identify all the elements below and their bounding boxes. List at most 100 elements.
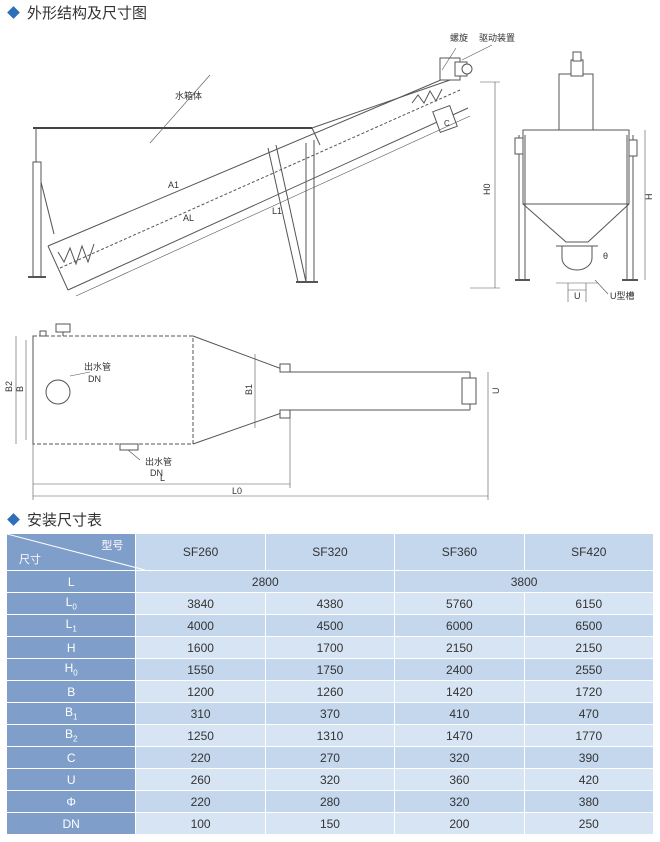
section-title-text: 外形结构及尺寸图 bbox=[27, 5, 148, 22]
label-al: AL bbox=[183, 213, 194, 223]
cell: 1260 bbox=[264, 680, 396, 703]
label-l0: L0 bbox=[232, 486, 242, 496]
label-u-plan: U bbox=[491, 388, 501, 395]
cell: 1310 bbox=[264, 724, 396, 747]
cell: 4000 bbox=[135, 614, 266, 637]
label-l: L bbox=[160, 473, 165, 483]
table-row-L1: L1 4000 4500 6000 6500 bbox=[5, 614, 655, 637]
table-row-B: B 1200 1260 1420 1720 bbox=[5, 680, 655, 703]
row-head-L: L bbox=[5, 570, 137, 593]
cell: 1770 bbox=[523, 724, 655, 747]
cell: 1200 bbox=[135, 680, 266, 703]
label-u-trough: U型槽 bbox=[610, 290, 635, 301]
cell: 4380 bbox=[264, 592, 396, 615]
table-row-L0: L0 3840 4380 5760 6150 bbox=[5, 592, 655, 615]
cell: 1600 bbox=[135, 636, 266, 659]
label-l1: L1 bbox=[272, 206, 282, 216]
cell: 2150 bbox=[523, 636, 655, 659]
row-head-B: B bbox=[5, 680, 137, 703]
label-drive: 驱动装置 bbox=[479, 32, 515, 43]
row-head-C: C bbox=[5, 746, 137, 769]
section-title-table: 安装尺寸表 bbox=[6, 509, 102, 530]
cell: 360 bbox=[394, 768, 525, 791]
row-head-phi: Φ bbox=[5, 790, 137, 813]
cell: 420 bbox=[523, 768, 655, 791]
row-head-H0: H0 bbox=[5, 658, 137, 681]
table-row-B2: B2 1250 1310 1470 1770 bbox=[5, 724, 655, 747]
corner-model-label: 型号 bbox=[101, 540, 124, 552]
cell: 320 bbox=[264, 768, 396, 791]
table-row-H0: H0 1550 1750 2400 2550 bbox=[5, 658, 655, 681]
label-h0: H0 bbox=[482, 183, 492, 195]
cell-L-merged-1: 2800 bbox=[135, 570, 396, 593]
cell: 1470 bbox=[394, 724, 525, 747]
table-row-C: C 220 270 320 390 bbox=[5, 746, 655, 769]
cell: 2400 bbox=[394, 658, 525, 681]
table-row-B1: B1 310 370 410 470 bbox=[5, 702, 655, 725]
label-spiral: 螺旋 bbox=[450, 32, 468, 43]
cell-L-merged-2: 3800 bbox=[394, 570, 654, 593]
table-header-row: 型号 尺寸 SF260 SF320 SF360 SF420 bbox=[5, 533, 655, 571]
corner-diagonal bbox=[7, 534, 145, 570]
label-outlet-2: 出水管 bbox=[145, 456, 172, 467]
cell: 2550 bbox=[523, 658, 655, 681]
label-dn-2: DN bbox=[150, 468, 163, 478]
cell: 6150 bbox=[523, 592, 655, 615]
cell: 310 bbox=[135, 702, 266, 725]
header-model-1: SF260 bbox=[135, 533, 266, 571]
row-head-B2: B2 bbox=[5, 724, 137, 747]
cell: 1250 bbox=[135, 724, 266, 747]
cell: 200 bbox=[394, 812, 525, 835]
label-a1: A1 bbox=[168, 180, 179, 190]
row-head-B1: B1 bbox=[5, 702, 137, 725]
cell: 150 bbox=[264, 812, 396, 835]
cell: 5760 bbox=[394, 592, 525, 615]
cell: 320 bbox=[394, 790, 525, 813]
label-b2: B2 bbox=[4, 381, 14, 392]
cell: 6500 bbox=[523, 614, 655, 637]
cell: 270 bbox=[264, 746, 396, 769]
cell: 100 bbox=[135, 812, 266, 835]
cell: 260 bbox=[135, 768, 266, 791]
cell: 220 bbox=[135, 790, 266, 813]
diamond-bullet-icon bbox=[7, 513, 20, 526]
table-corner-cell: 型号 尺寸 bbox=[5, 533, 145, 571]
row-head-U: U bbox=[5, 768, 137, 791]
section-title-drawing: 外形结构及尺寸图 bbox=[6, 2, 147, 23]
label-h: H bbox=[644, 194, 654, 201]
label-u-side: U bbox=[574, 291, 581, 301]
cell: 1750 bbox=[264, 658, 396, 681]
cell: 320 bbox=[394, 746, 525, 769]
cell: 2150 bbox=[394, 636, 525, 659]
header-model-3: SF360 bbox=[394, 533, 525, 571]
spec-table: 型号 尺寸 SF260 SF320 SF360 SF420 L 2800 380… bbox=[5, 533, 655, 835]
header-model-4: SF420 bbox=[523, 533, 655, 571]
cell: 4500 bbox=[264, 614, 396, 637]
cell: 1550 bbox=[135, 658, 266, 681]
label-b1: B1 bbox=[244, 384, 254, 395]
cell: 280 bbox=[264, 790, 396, 813]
table-row-L: L 2800 3800 bbox=[5, 570, 654, 593]
row-head-L1: L1 bbox=[5, 614, 137, 637]
technical-drawing: 水箱体 螺旋 驱动装置 A1 AL L1 H0 H C U θ U型槽 出水管 … bbox=[4, 32, 654, 500]
cell: 1700 bbox=[264, 636, 396, 659]
cell: 1720 bbox=[523, 680, 655, 703]
label-b: B bbox=[15, 386, 25, 392]
cell: 390 bbox=[523, 746, 655, 769]
row-head-DN: DN bbox=[5, 812, 137, 835]
row-head-L0: L0 bbox=[5, 592, 137, 615]
label-dn-1: DN bbox=[88, 374, 101, 384]
cell: 250 bbox=[523, 812, 655, 835]
table-row-U: U 260 320 360 420 bbox=[5, 768, 655, 791]
cell: 410 bbox=[394, 702, 525, 725]
cell: 3840 bbox=[135, 592, 266, 615]
label-theta: θ bbox=[603, 251, 608, 261]
cell: 6000 bbox=[394, 614, 525, 637]
label-c: C bbox=[444, 119, 450, 128]
cell: 470 bbox=[523, 702, 655, 725]
cell: 370 bbox=[264, 702, 396, 725]
cell: 220 bbox=[135, 746, 266, 769]
table-row-DN: DN 100 150 200 250 bbox=[5, 812, 655, 835]
corner-size-label: 尺寸 bbox=[19, 554, 41, 566]
section-title-text: 安装尺寸表 bbox=[27, 512, 103, 529]
